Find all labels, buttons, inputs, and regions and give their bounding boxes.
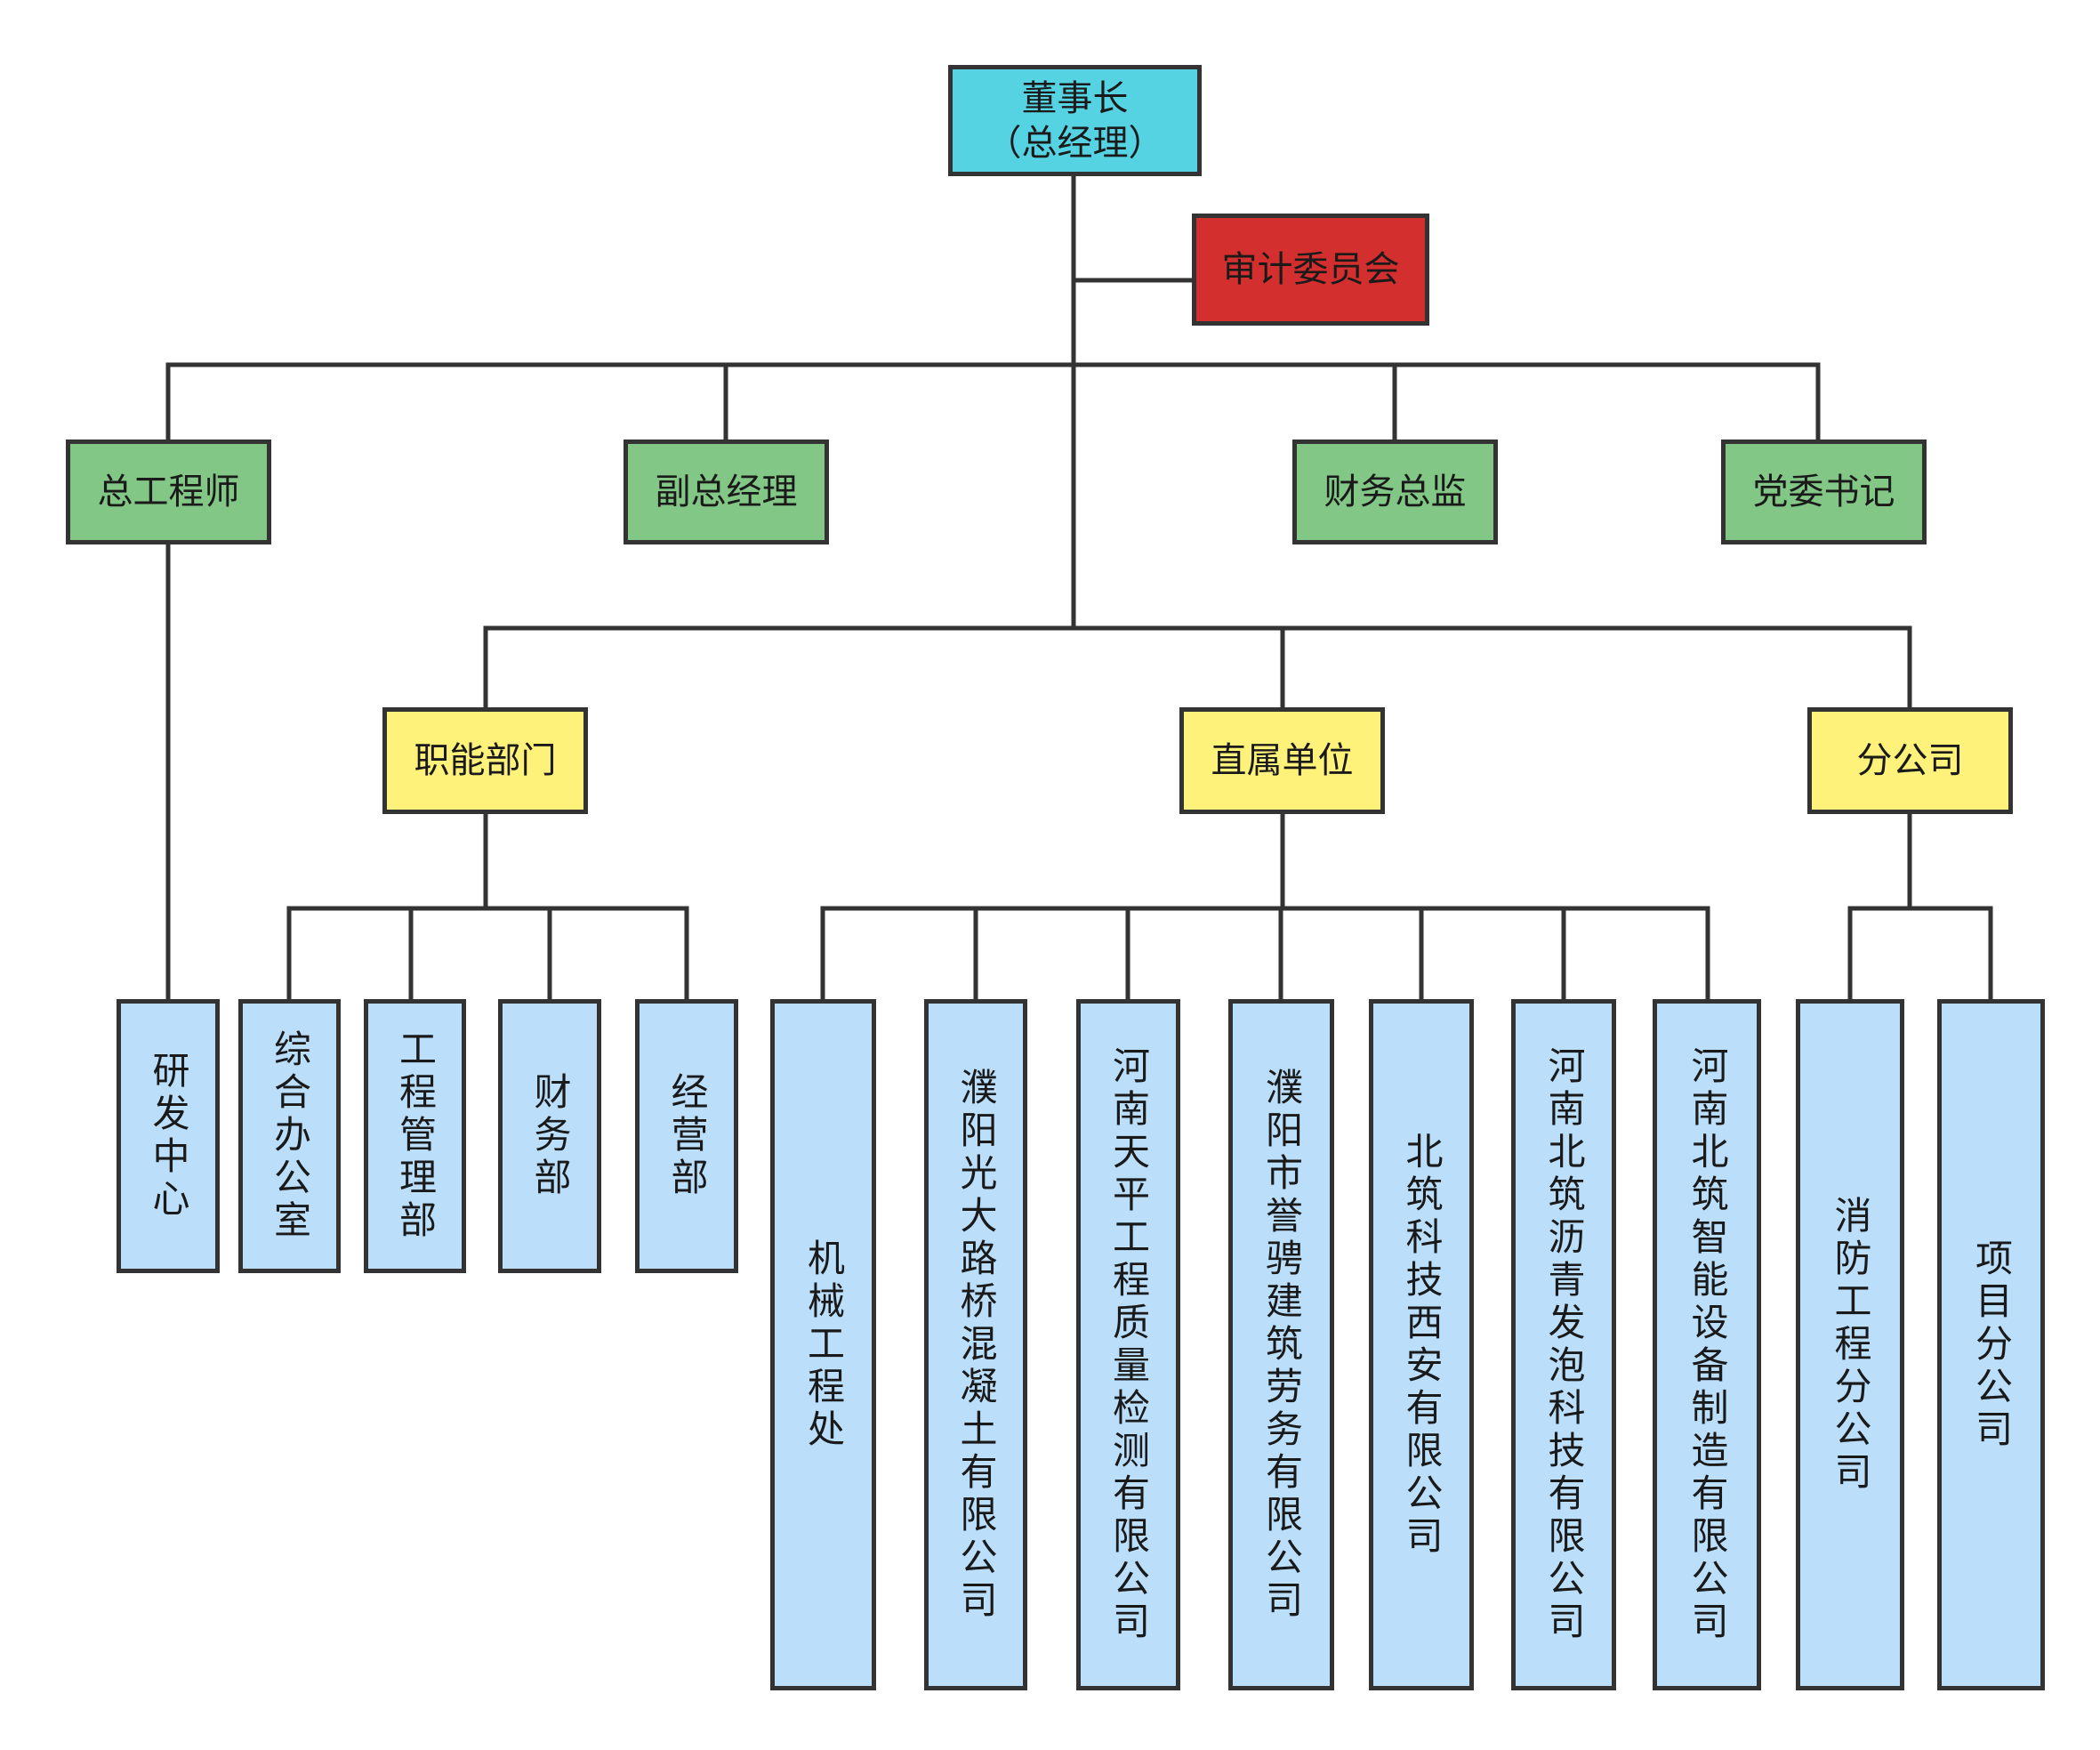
functional-departments-label: 职能部门 bbox=[414, 740, 557, 781]
business-dept-label: 经营部 bbox=[665, 1072, 709, 1200]
tianping-label: 河南天平工程质量检测有限公司 bbox=[1106, 1045, 1151, 1644]
guangda-box: 濮阳光大路桥混凝土有限公司 bbox=[924, 999, 1027, 1690]
project-branch-label: 项目分公司 bbox=[1969, 1238, 2014, 1452]
deputy-gm-box: 副总经理 bbox=[624, 440, 829, 544]
chief-engineer-label: 总工程师 bbox=[97, 472, 240, 512]
tianping-box: 河南天平工程质量检测有限公司 bbox=[1076, 999, 1180, 1690]
direct-units-label: 直属单位 bbox=[1211, 740, 1354, 781]
chief-engineer-box: 总工程师 bbox=[66, 440, 271, 544]
rd-center-box: 研发中心 bbox=[117, 999, 220, 1273]
beizhu-smart-box: 河南北筑智能设备制造有限公司 bbox=[1653, 999, 1761, 1690]
general-office-label: 综合办公室 bbox=[268, 1029, 312, 1243]
fire-branch-box: 消防工程分公司 bbox=[1796, 999, 1904, 1690]
chairman-title: 董事长 bbox=[1021, 77, 1129, 119]
machinery-box: 机械工程处 bbox=[770, 999, 876, 1690]
branches-box: 分公司 bbox=[1807, 707, 2013, 814]
direct-units-box: 直属单位 bbox=[1179, 707, 1385, 814]
beizhu-smart-label: 河南北筑智能设备制造有限公司 bbox=[1686, 1045, 1729, 1644]
engineering-mgmt-label: 工程管理部 bbox=[393, 1029, 438, 1243]
party-secretary-label: 党委书记 bbox=[1752, 472, 1895, 512]
business-dept-box: 经营部 bbox=[635, 999, 738, 1273]
beizhu-asphalt-label: 河南北筑沥青发泡科技有限公司 bbox=[1542, 1045, 1586, 1644]
connector-functional-bus bbox=[286, 811, 689, 911]
project-branch-box: 项目分公司 bbox=[1937, 999, 2045, 1690]
rd-center-label: 研发中心 bbox=[147, 1051, 190, 1222]
chairman-box: 董事长 （总经理） bbox=[948, 65, 1202, 176]
branches-label: 分公司 bbox=[1856, 740, 1964, 781]
beizhu-asphalt-box: 河南北筑沥青发泡科技有限公司 bbox=[1511, 999, 1616, 1690]
beizhu-xian-label: 北筑科技西安有限公司 bbox=[1400, 1131, 1444, 1559]
guangda-label: 濮阳光大路桥混凝土有限公司 bbox=[954, 1067, 998, 1623]
audit-committee-label: 审计委员会 bbox=[1221, 249, 1400, 290]
party-secretary-box: 党委书记 bbox=[1721, 440, 1927, 544]
engineering-mgmt-box: 工程管理部 bbox=[364, 999, 466, 1273]
functional-departments-box: 职能部门 bbox=[382, 707, 588, 814]
finance-dept-label: 财务部 bbox=[528, 1072, 572, 1200]
deputy-gm-label: 副总经理 bbox=[655, 472, 798, 512]
finance-dept-box: 财务部 bbox=[498, 999, 601, 1273]
general-office-box: 综合办公室 bbox=[238, 999, 341, 1273]
audit-committee-box: 审计委员会 bbox=[1192, 214, 1429, 326]
cfo-label: 财务总监 bbox=[1324, 472, 1467, 512]
chairman-subtitle: （总经理） bbox=[986, 122, 1164, 164]
beizhu-xian-box: 北筑科技西安有限公司 bbox=[1369, 999, 1474, 1690]
yupin-box: 濮阳市誉骋建筑劳务有限公司 bbox=[1228, 999, 1334, 1690]
fire-branch-label: 消防工程分公司 bbox=[1829, 1195, 1872, 1495]
yupin-label: 濮阳市誉骋建筑劳务有限公司 bbox=[1259, 1067, 1304, 1623]
connector-branches-bus bbox=[1847, 811, 1993, 911]
connector-direct-bus bbox=[820, 811, 1710, 911]
machinery-label: 机械工程处 bbox=[801, 1238, 846, 1452]
cfo-box: 财务总监 bbox=[1292, 440, 1498, 544]
